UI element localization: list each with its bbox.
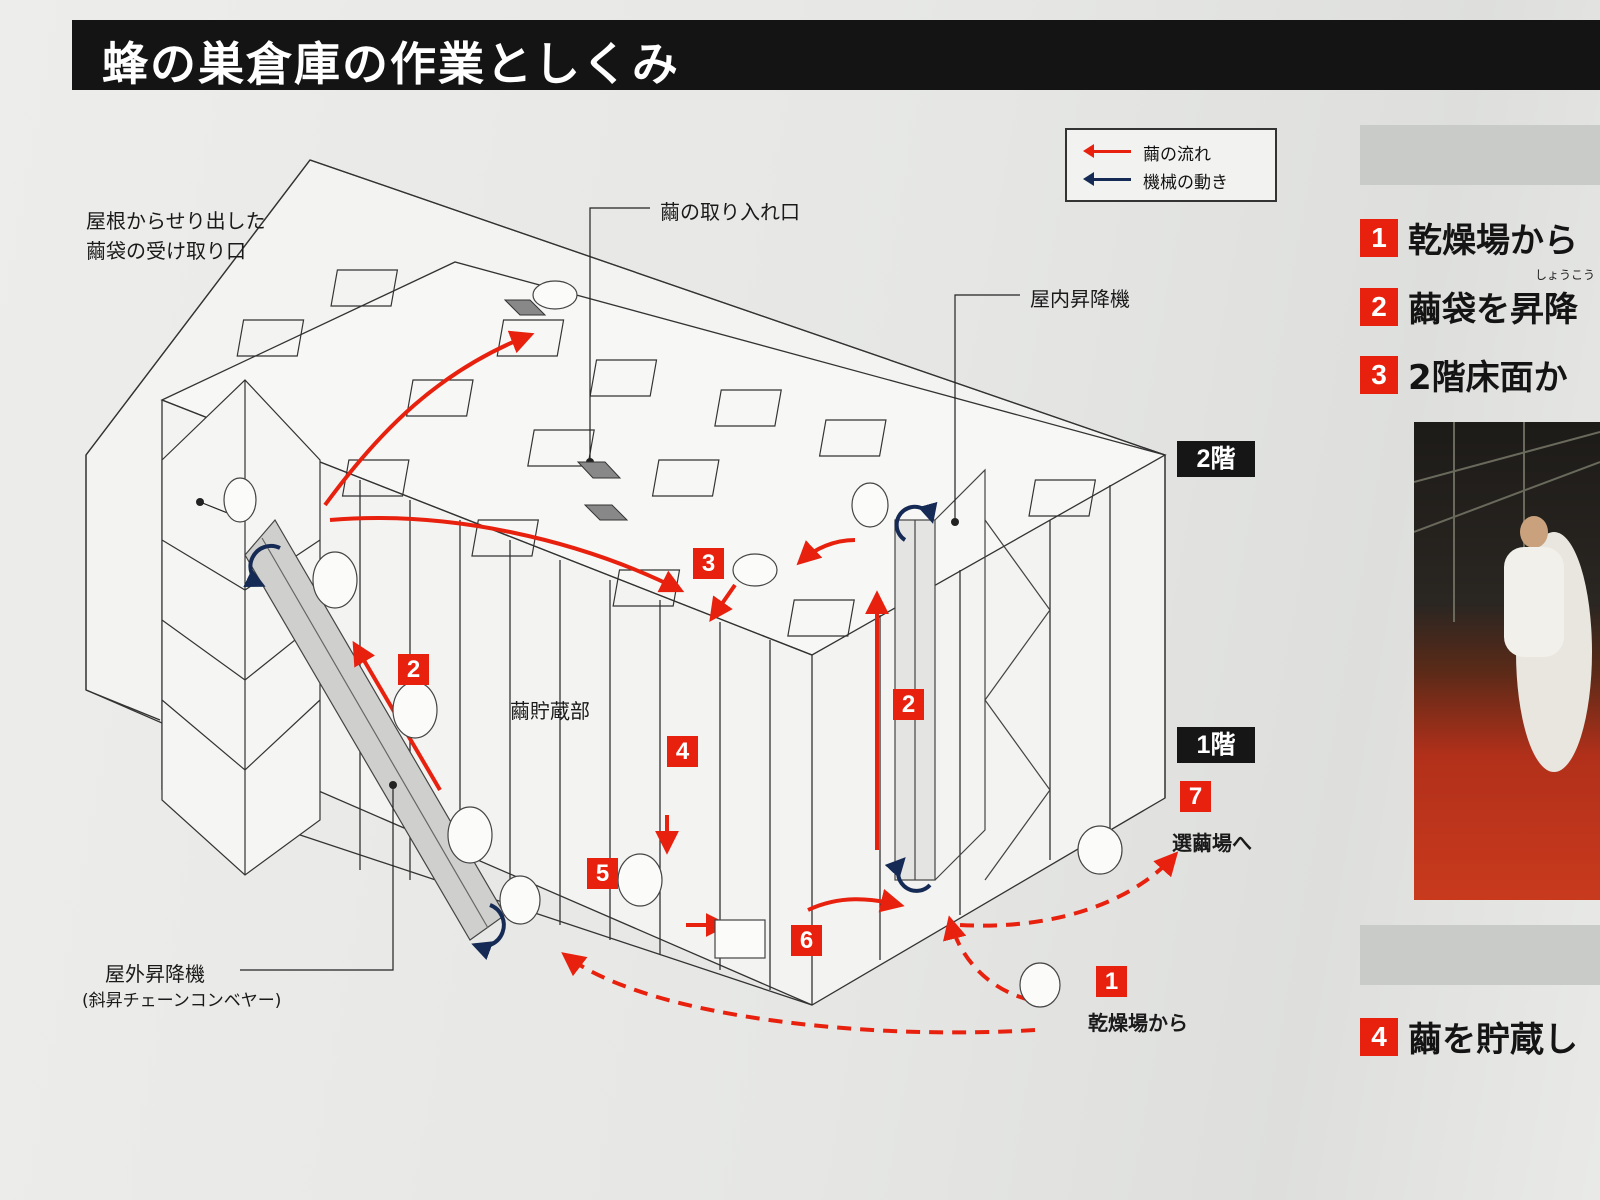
machine-arrow-top-right (894, 501, 938, 542)
panel-step-text: 繭袋を昇降 (1408, 290, 1578, 330)
panel-step-text: 2階床面か (1408, 358, 1568, 398)
title-bar: 蜂の巣倉庫の作業としくみ (72, 20, 1600, 91)
panel-step-2: 2 繭袋を昇降 (1360, 282, 1578, 330)
cocoon-sack-2 (392, 681, 438, 739)
label-to-sorting: 選繭場へ (1172, 831, 1252, 855)
panel-step-badge: 4 (1360, 1017, 1398, 1056)
panel-step-1: 1 乾燥場から (1360, 213, 1578, 261)
flow-arrow-to-sorting (959, 851, 1179, 928)
flow-arrow-to-intake (323, 330, 535, 507)
panel-step-text: 繭を貯蔵し (1408, 1020, 1578, 1060)
label-outdoor-lift-sub: (斜昇チェーンコンベヤー) (82, 991, 282, 1011)
flow-arrow-from-lift (796, 538, 856, 566)
warehouse-photo (1414, 422, 1600, 900)
legend: 繭の流れ 機械の動き (1065, 128, 1277, 202)
legend-label: 機械の動き (1143, 173, 1228, 193)
dashed-flow-arrows (561, 851, 1179, 1035)
worker-step3 (732, 553, 778, 587)
label-storage: 繭貯蔵部 (510, 699, 590, 723)
flow-arrow-dryer-to-indoor (943, 915, 1031, 1002)
red-arrow-icon (1087, 150, 1131, 153)
label-intake: 繭の取り入れ口 (660, 200, 800, 224)
step-badge-3: 3 (693, 548, 724, 579)
worker-step5 (617, 853, 663, 907)
step-badge-1: 1 (1096, 966, 1127, 997)
cocoon-sack-1 (312, 551, 358, 609)
workers (223, 280, 1123, 1008)
step-badge-7: 7 (1180, 781, 1211, 812)
step-badge-4: 4 (667, 736, 698, 767)
panel-step-3: 3 2階床面か (1360, 350, 1568, 398)
step-badge-2-left: 2 (398, 654, 429, 685)
label-outdoor-lift: 屋外昇降機 (105, 962, 205, 986)
worker-at-conveyor (499, 875, 541, 925)
worker-on-tower (223, 477, 257, 523)
label-from-dryer: 乾燥場から (1088, 1011, 1188, 1035)
machine-arrow-bottom-right (884, 857, 932, 893)
legend-label: 繭の流れ (1143, 145, 1211, 165)
machine-arrow-bottom-left (471, 903, 506, 960)
ruby-annotation: しょうこう (1535, 268, 1596, 282)
panel-step-badge: 1 (1360, 218, 1398, 257)
label-indoor-lift: 屋内昇降機 (1030, 287, 1130, 311)
worker-at-lift (851, 482, 889, 528)
weighing-scale (714, 919, 766, 959)
floor-tag-2f: 2階 (1177, 441, 1255, 477)
flow-arrow-to-lift (807, 888, 905, 913)
worker-from-dryer (1019, 962, 1061, 1008)
page-title: 蜂の巣倉庫の作業としくみ (102, 37, 680, 91)
flow-arrow-to-step3 (329, 516, 685, 593)
panel-footer-band (1360, 925, 1600, 985)
panel-step-badge: 3 (1360, 355, 1398, 394)
label-roof-outlet-line1: 屋根からせり出した (86, 209, 266, 233)
step-badge-5: 5 (587, 858, 618, 889)
trap-doors (503, 299, 629, 521)
floor-tag-1f: 1階 (1177, 727, 1255, 763)
navy-arrow-icon (1087, 178, 1131, 181)
label-roof-outlet-line2: 繭袋の受け取り口 (86, 239, 246, 263)
flow-arrow-drop (709, 583, 737, 622)
leader-lines (199, 207, 1020, 971)
panel-header-band (1360, 125, 1600, 185)
cocoon-sack-3 (447, 806, 493, 864)
machine-arrow-top-left (243, 543, 281, 587)
machine-arrows (243, 501, 938, 960)
panel-step-text: 乾燥場から (1408, 221, 1578, 261)
worker-at-intake (532, 280, 578, 310)
worker-to-sorting (1077, 825, 1123, 875)
step-badge-6: 6 (791, 925, 822, 956)
panel-step-badge: 2 (1360, 287, 1398, 326)
step-badge-2-right: 2 (893, 689, 924, 720)
flow-arrows (323, 330, 905, 937)
flow-arrow-dryer-to-outdoor (561, 952, 1036, 1035)
panel-step-4: 4 繭を貯蔵し (1360, 1012, 1578, 1060)
